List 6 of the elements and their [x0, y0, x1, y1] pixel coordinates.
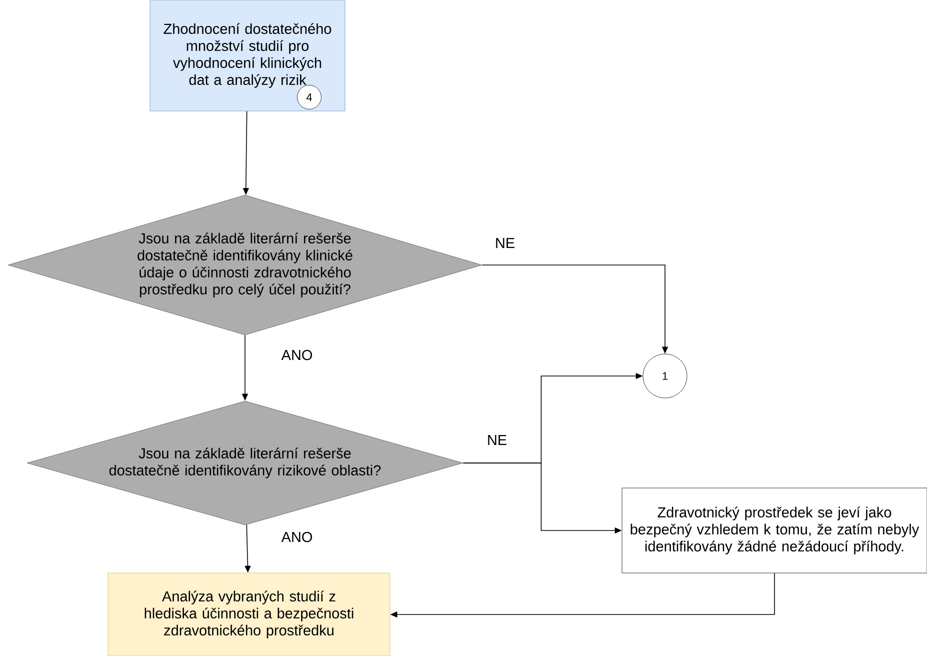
process-box: Zdravotnický prostředek se jeví jako bezpečný vzhledem k tomu, že zatím nebyly identifikovány žádné nežádoucí příhody. [622, 488, 927, 574]
edge-label: ANO [280, 348, 314, 362]
edge-label: ANO [280, 530, 314, 544]
edge-label: NE [494, 237, 516, 249]
edge-label: NE [486, 434, 508, 446]
process-box: Analýza vybraných studií z hlediska účinnosti a bezpečnosti zdravotnického prostředku [108, 572, 390, 656]
